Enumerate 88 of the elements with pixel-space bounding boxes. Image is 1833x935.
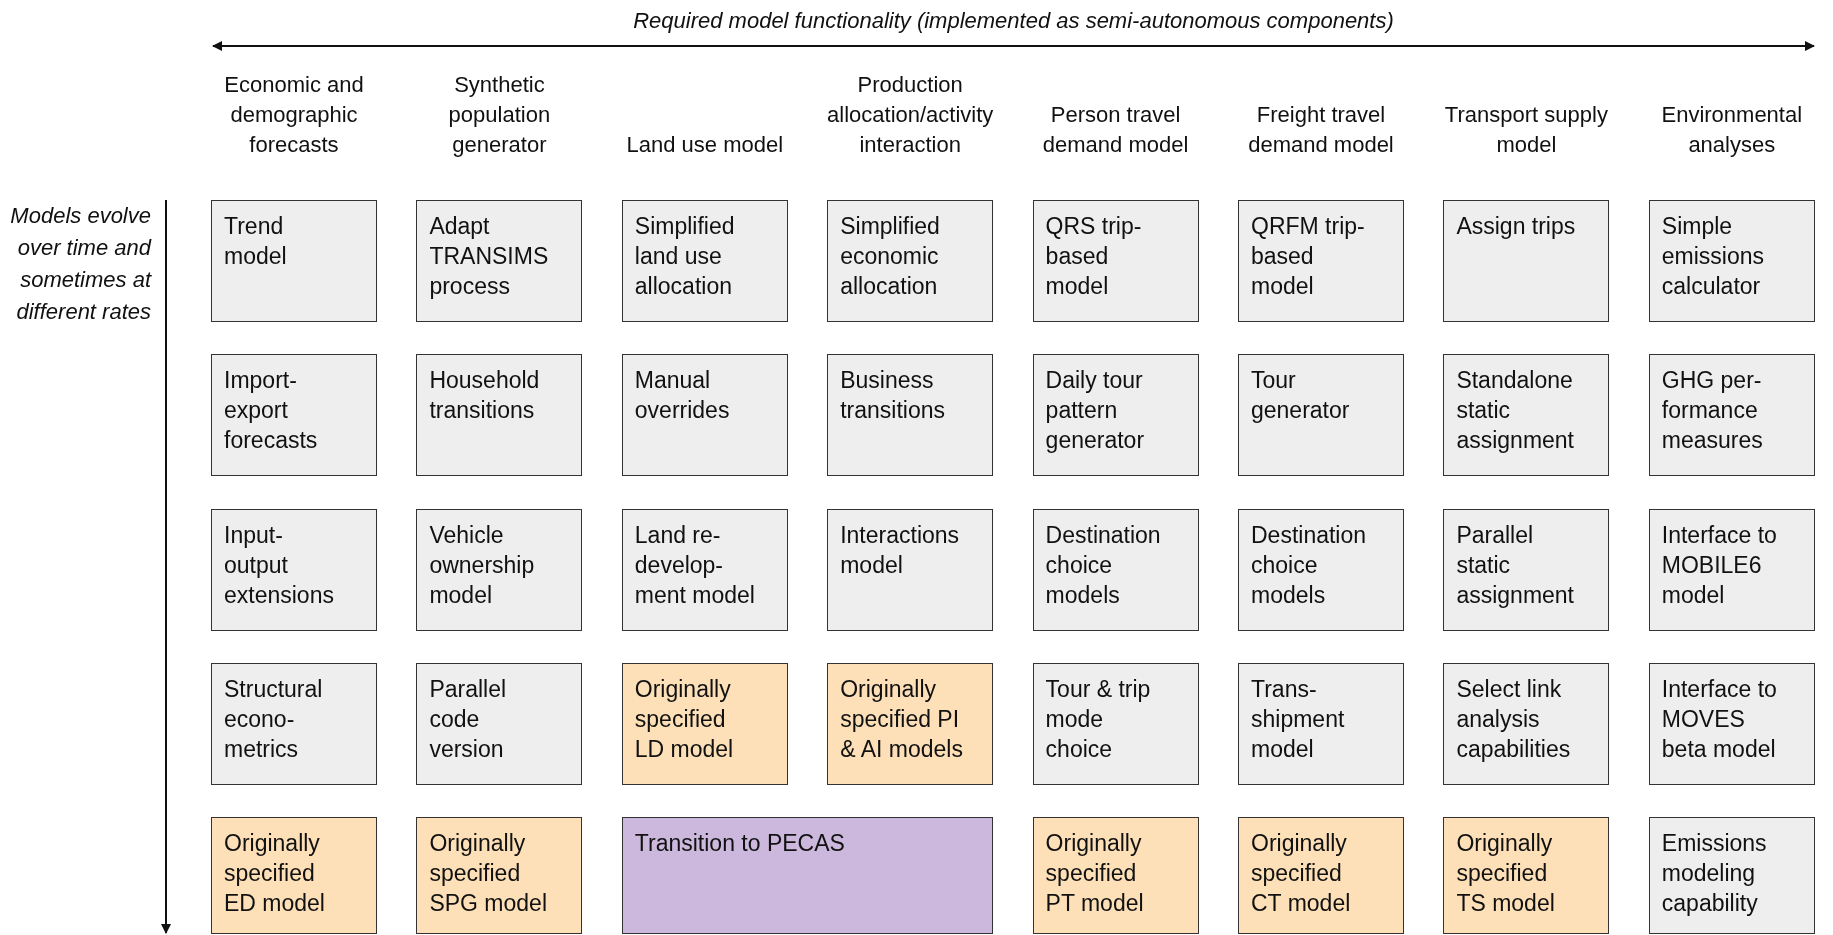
model-box: [1238, 354, 1404, 477]
model-box: [1238, 200, 1404, 322]
original-spec-box: [827, 662, 994, 785]
box-text: Input- output extensions: [224, 520, 335, 610]
model-box: [211, 200, 377, 322]
box-text: Interface to MOVES beta model: [1661, 674, 1778, 764]
box-text: Land re- develop- ment model: [634, 520, 756, 610]
box-text: Assign trips: [1456, 212, 1577, 241]
original-spec-box: [416, 817, 583, 935]
model-box: [827, 508, 994, 631]
box-text: Structural econo- metrics: [224, 674, 324, 764]
column-heading: Synthetic population generator: [447, 71, 552, 159]
box-text: Parallel code version: [429, 674, 508, 764]
box-text: Originally specified SPG model: [429, 829, 548, 919]
column-heading: Production allocation/activity interaction: [826, 71, 995, 159]
box-text: Trend model: [224, 212, 288, 271]
box-text: Originally specified ED model: [224, 829, 326, 919]
box-text: Originally specified LD model: [634, 674, 735, 764]
model-box: [1648, 200, 1815, 322]
model-box: [416, 508, 583, 631]
box-text: Originally specified CT model: [1251, 829, 1352, 919]
original-spec-box: [1032, 817, 1199, 935]
column-heading: Person travel demand model: [1041, 101, 1190, 159]
box-text: Simplified land use allocation: [634, 212, 736, 301]
box-text: Adapt TRANSIMS process: [429, 212, 550, 301]
box-text: Select link analysis capabilities: [1456, 674, 1572, 764]
box-text: Originally specified PT model: [1045, 829, 1145, 919]
model-box: [211, 508, 377, 631]
transition-band: [621, 817, 994, 935]
model-box: [211, 354, 377, 477]
model-box: [621, 354, 788, 477]
model-box: [1648, 354, 1815, 477]
model-box: [1238, 662, 1404, 785]
original-spec-box: [621, 662, 788, 785]
column-heading: Environmental analyses: [1660, 101, 1804, 159]
column-heading: Economic and demographic forecasts: [223, 71, 365, 159]
box-text: Destination choice models: [1045, 520, 1162, 610]
model-box: [1443, 662, 1610, 785]
box-text: QRFM trip-based model: [1251, 212, 1366, 301]
model-box: [416, 662, 583, 785]
box-text: QRS trip-based model: [1045, 212, 1143, 301]
model-box: [1443, 354, 1610, 477]
box-text: Standalone static assignment: [1456, 366, 1575, 456]
box-text: Manual overrides: [634, 366, 731, 426]
original-spec-box: [1443, 817, 1610, 935]
box-text: Simplified economic allocation: [840, 212, 941, 301]
box-text: Business transitions: [840, 366, 946, 426]
box-text: Parallel static assignment: [1456, 520, 1575, 610]
box-text: GHG per- formance measures: [1661, 366, 1764, 456]
axis-label: Models evolve over time and sometimes at different rates: [9, 202, 151, 326]
model-box: [1032, 354, 1199, 477]
box-text: Tour & trip mode choice: [1045, 674, 1152, 764]
model-box: [1032, 508, 1199, 631]
model-box: [1032, 662, 1199, 785]
original-spec-box: [211, 817, 377, 935]
box-text: Daily tour pattern generator: [1045, 366, 1146, 456]
model-box: [1032, 200, 1199, 322]
box-text: Transition to PECAS: [634, 829, 846, 859]
model-box: [416, 354, 583, 477]
model-box: [827, 354, 994, 477]
model-box: [1238, 508, 1404, 631]
diagram-title: Required model functionality (implemented as semi-autonomous components): [632, 8, 1395, 34]
model-box: [621, 508, 788, 631]
box-text: Originally specified TS model: [1456, 829, 1556, 919]
model-box: [1648, 508, 1815, 631]
box-text: Destination choice models: [1251, 520, 1368, 610]
box-text: Vehicle ownership model: [429, 520, 536, 610]
box-text: Import- export forecasts: [224, 366, 319, 456]
column-heading: Transport supply model: [1443, 101, 1609, 159]
box-text: Household transitions: [429, 366, 541, 426]
box-text: Simple emissions calculator: [1661, 212, 1766, 301]
model-box: [211, 662, 377, 785]
box-text: Trans- shipment model: [1251, 674, 1346, 764]
model-box: [827, 200, 994, 322]
box-text: Tour generator: [1251, 366, 1351, 426]
column-heading: Freight travel demand model: [1247, 101, 1395, 159]
model-box: [1648, 817, 1815, 935]
box-text: Originally specified PI & AI models: [840, 674, 964, 764]
model-box: [1648, 662, 1815, 785]
model-box: [416, 200, 583, 322]
box-text: Emissions modeling capability: [1661, 829, 1768, 919]
box-text: Interface to MOBILE6 model: [1661, 520, 1778, 610]
model-box: [1443, 200, 1610, 322]
original-spec-box: [1238, 817, 1404, 935]
box-text: Interactions model: [840, 520, 961, 580]
column-heading: Land use model: [625, 131, 785, 159]
model-box: [1443, 508, 1610, 631]
model-box: [621, 200, 788, 322]
